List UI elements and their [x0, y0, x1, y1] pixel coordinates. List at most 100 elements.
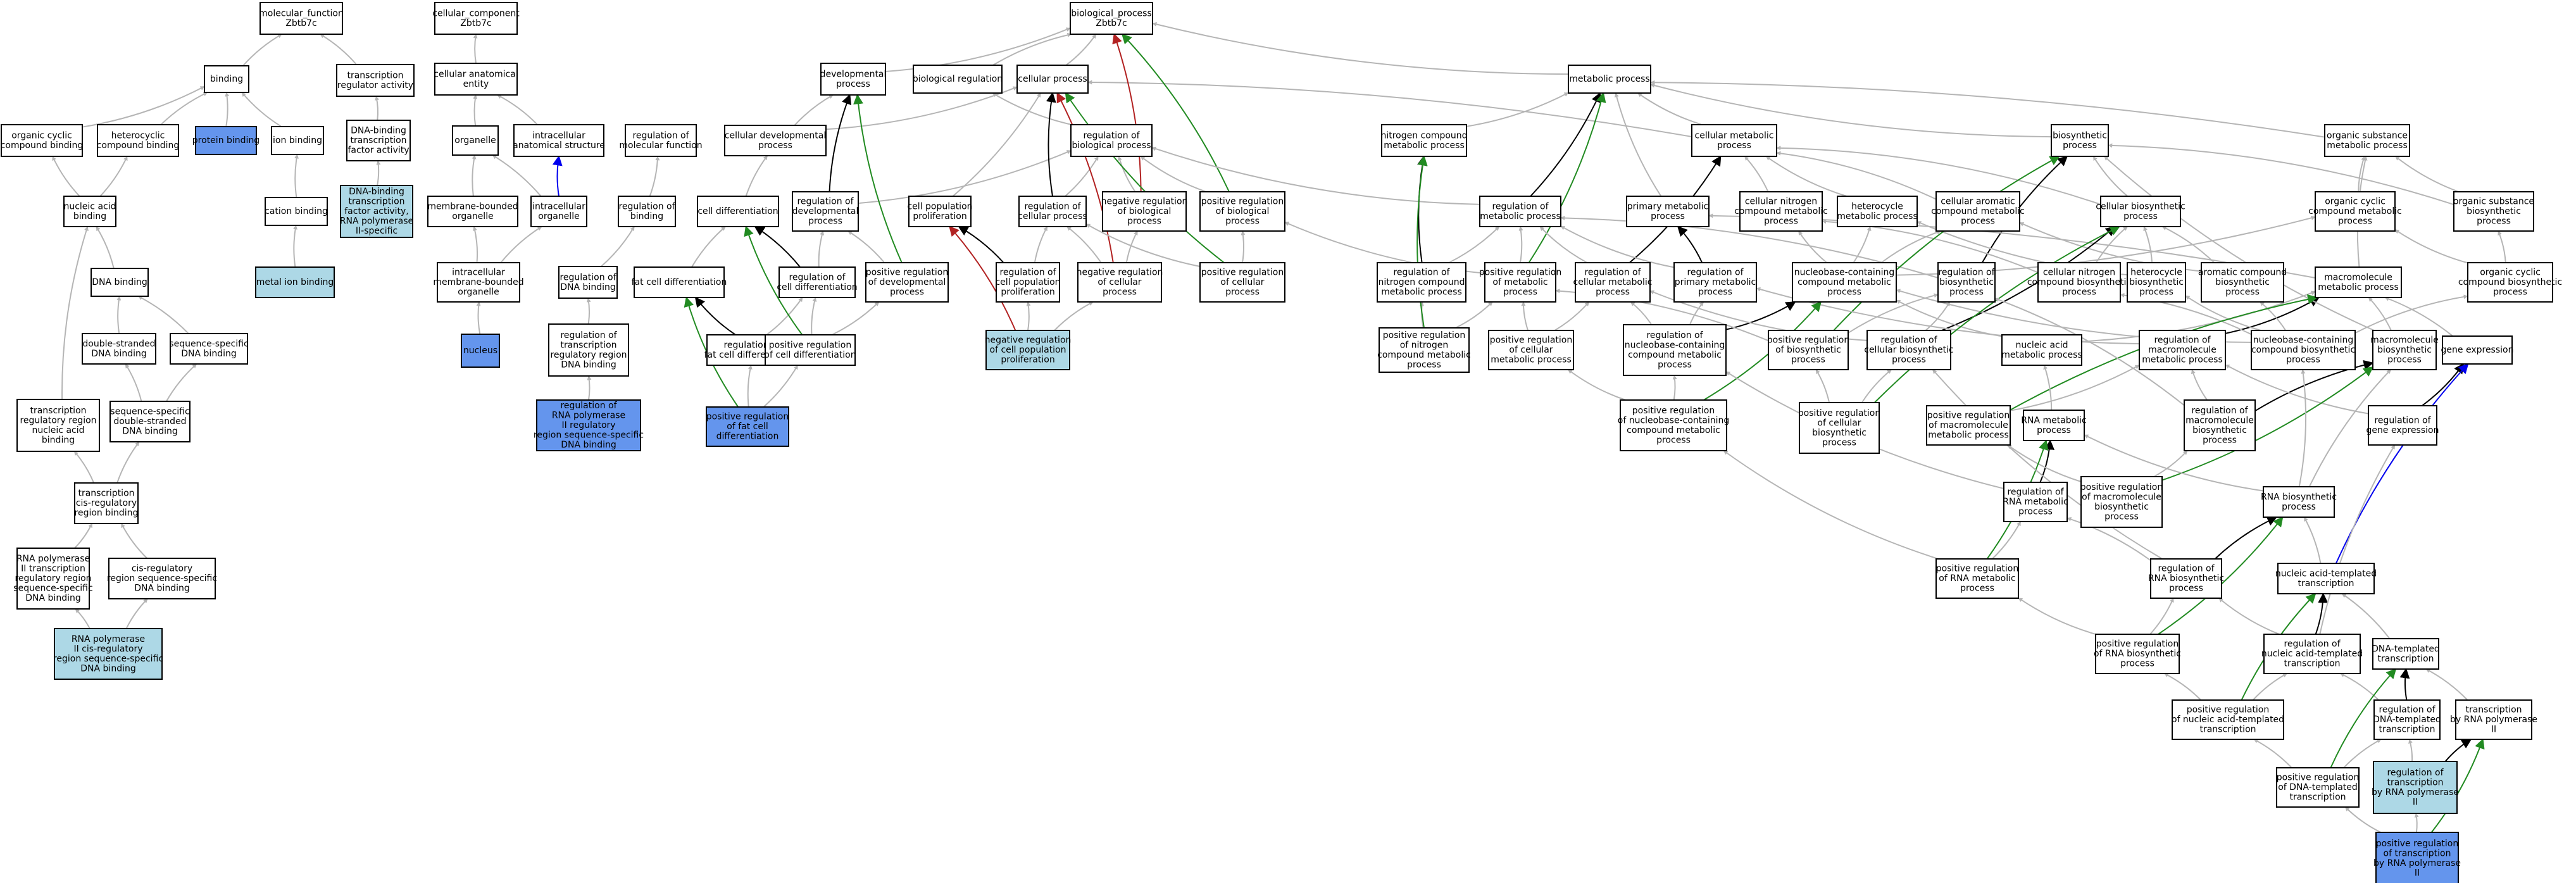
node-label-line: macromolecule [2324, 272, 2392, 282]
node-label-line: RNA metabolic [2003, 497, 2068, 507]
node-label-line: macromolecule [2370, 335, 2439, 346]
node-label-line: molecular function [619, 141, 702, 151]
edge-tcrrb-to-trrnab [73, 451, 95, 484]
node-label-line: metabolic process [2001, 350, 2082, 360]
node-label-line: regulator activity [337, 80, 413, 91]
node-metab: metabolic process [1568, 65, 1651, 94]
node-label-line: region sequence-specific [107, 573, 217, 584]
edge-acbp-to-cbp [2161, 226, 2215, 263]
node-box [548, 323, 629, 377]
node-bioreg: biological regulation [913, 65, 1003, 94]
node-label-line: cell differentiation [697, 206, 778, 216]
node-label-line: primary metabolic [1675, 277, 1756, 287]
node-label-line: cellular metabolic [1695, 130, 1774, 141]
node-label-line: regulation of [1646, 330, 1703, 341]
node-label-line: compound biosynthetic [2458, 277, 2562, 287]
node-label-line: intracellular [452, 268, 505, 278]
node-box [434, 2, 518, 35]
edge-posregnatt-to-posregrnabp [2163, 673, 2202, 701]
node-label-line: of nucleic acid-templated [2172, 715, 2284, 725]
node-label-line: nucleic acid [63, 201, 116, 211]
node-label-line: regulation of [1083, 130, 1140, 141]
node-box [1016, 65, 1089, 94]
node-label-line: DNA-binding [351, 126, 406, 136]
node-regmacrobp: regulation ofmacromoleculebiosyntheticpr… [2184, 399, 2256, 451]
node-label-line: cellular biosynthetic [2096, 201, 2185, 211]
node-box [2276, 767, 2360, 808]
edge-negregcpp-to-regcpp [1026, 301, 1031, 331]
edge-orgcyc-to-binding [82, 85, 205, 128]
node-label-line: factor activity, [344, 206, 409, 216]
node-box [1568, 65, 1651, 94]
node-label-line: metabolic process [1384, 141, 1465, 151]
node-label-line: of RNA biosynthetic [2094, 649, 2181, 659]
node-label-line: RNA polymerase [552, 411, 625, 421]
edge-posregnccmp-to-posregcmp [1567, 369, 1626, 401]
node-label-line: biosynthetic [2215, 277, 2270, 287]
node-box [1018, 196, 1087, 227]
node-label-line: transcription [2465, 705, 2522, 715]
node-label-line: regulation of [1880, 335, 1937, 346]
node-label-line: nucleus [463, 346, 497, 356]
node-box [2251, 330, 2356, 370]
edge-regcpp-to-regcp [1034, 226, 1048, 263]
node-label-line: metabolic process [1928, 430, 2009, 441]
node-label-line: process [2203, 435, 2237, 445]
node-label-line: protein binding [192, 135, 259, 146]
node-label-line: of cellular [1220, 277, 1264, 287]
edge-mib-to-cationb [293, 225, 297, 268]
node-label-line: aromatic compound [2198, 268, 2287, 278]
node-label-line: process [2123, 211, 2158, 222]
node-box [2455, 699, 2532, 740]
node-label-line: DNA binding [122, 427, 177, 437]
edge-macrobp-to-macromp [2368, 297, 2392, 331]
edge-posregdevp-to-regdevp [847, 230, 885, 263]
node-box [16, 548, 90, 610]
node-label-line: cell population [907, 201, 972, 211]
edge-posregcp-to-regcp [1085, 223, 1201, 267]
node-label-line: ion binding [273, 135, 322, 146]
edge-rnamp-to-namp [2043, 365, 2053, 411]
node-label-line: by RNA polymerase [2450, 715, 2537, 725]
edge-posregfat-to-regfatdiff [747, 365, 753, 408]
node-label-line: regulation of [789, 272, 846, 282]
node-box [2372, 330, 2437, 370]
node-label-line: of macromolecule [2082, 492, 2161, 502]
node-label-line: membrane-bounded [433, 277, 523, 287]
edge-posregrnamp-to-posregnccmp [1723, 450, 1939, 560]
node-label-line: transcription [348, 197, 404, 207]
edge-imbo-to-mbo [473, 226, 478, 263]
node-label-line: process [2018, 507, 2053, 517]
node-label-line: heterocycle [1851, 201, 1903, 211]
node-label-line: process [1596, 287, 1630, 297]
node-label-line: sequence-specific [13, 584, 92, 594]
edge-cae-to-cc [473, 34, 478, 64]
node-label-line: cellular biosynthetic [1864, 345, 1953, 355]
node-label-line: process [2120, 659, 2154, 669]
node-label-line: regulation of [2154, 335, 2211, 346]
edge-regcp-to-regbp [1065, 156, 1099, 197]
node-label-line: process [1225, 287, 1260, 297]
edge-negregcp-to-negregbp [1125, 230, 1139, 263]
node-label-line: process [2493, 287, 2527, 297]
node-box [1070, 2, 1153, 35]
